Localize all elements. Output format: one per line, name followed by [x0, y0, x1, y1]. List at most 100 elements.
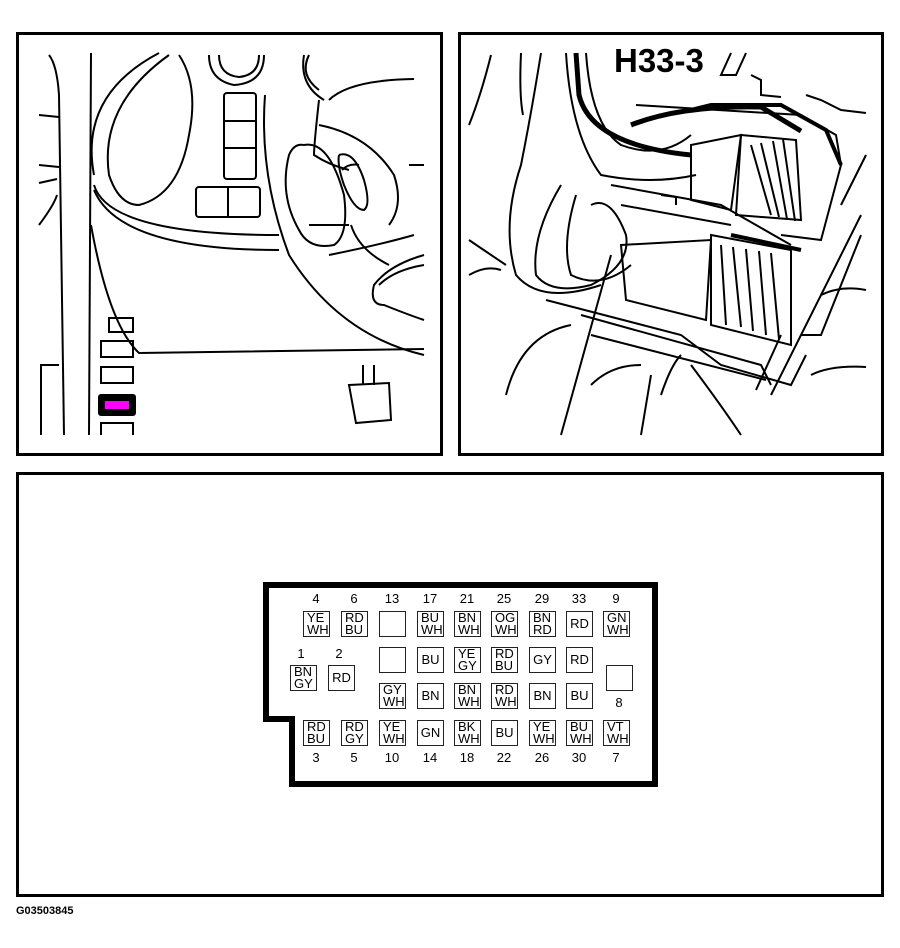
wire-color-code: WH	[495, 694, 517, 709]
pin-cavity: GN	[417, 720, 444, 746]
pin-number: 17	[422, 591, 438, 606]
wire-color-code: GN	[420, 725, 441, 740]
wire-color-code: BU	[345, 622, 364, 637]
wire-color-code: RD	[495, 682, 514, 697]
wire-color-code: RD	[332, 670, 351, 685]
connector-closeup-panel	[458, 32, 884, 456]
pin-number: 21	[459, 591, 475, 606]
wire-color-code: RD	[570, 652, 589, 667]
pin-number: 1	[297, 646, 305, 661]
wire-color-code: WH	[307, 622, 329, 637]
pin-number: 6	[350, 591, 358, 606]
pin-cavity: BU	[566, 683, 593, 709]
wire-color-code: RD	[307, 719, 326, 734]
pin-number: 18	[459, 750, 475, 765]
pin-number: 25	[496, 591, 512, 606]
wire-color-code: WH	[570, 731, 592, 746]
wire-color-code: RD	[345, 610, 364, 625]
wire-color-code: GY	[383, 682, 402, 697]
pin-number: 8	[615, 695, 623, 710]
pin-number: 33	[571, 591, 587, 606]
wire-color-code: BU	[421, 610, 440, 625]
pin-cavity: BN	[529, 683, 556, 709]
pin-number: 22	[496, 750, 512, 765]
wire-color-code: RD	[570, 616, 589, 631]
pin-number: 3	[312, 750, 320, 765]
wire-color-code: GY	[458, 658, 477, 673]
wire-color-code: BN	[421, 688, 440, 703]
dashboard-location-drawing	[38, 52, 425, 436]
pin-number: 13	[384, 591, 400, 606]
wire-color-code: BU	[495, 725, 514, 740]
connector-closeup-drawing	[468, 52, 867, 436]
wire-color-code: GY	[345, 731, 364, 746]
wire-color-code: WH	[458, 731, 480, 746]
highlighted-connector	[105, 401, 129, 409]
pin-cavity	[606, 665, 633, 691]
connector-housing-outline	[263, 582, 658, 787]
pin-cavity: RD	[328, 665, 355, 691]
wire-color-code: OG	[495, 610, 516, 625]
wire-color-code: BN	[294, 664, 313, 679]
pin-cavity: GY	[529, 647, 556, 673]
wire-color-code: BU	[495, 658, 514, 673]
pin-cavity	[379, 611, 406, 637]
pin-cavity: BU	[417, 647, 444, 673]
pin-number: 29	[534, 591, 550, 606]
wire-color-code: YE	[533, 719, 551, 734]
wire-color-code: BN	[533, 688, 552, 703]
wire-color-code: VT	[607, 719, 624, 734]
wire-color-code: WH	[458, 694, 480, 709]
wire-color-code: BN	[533, 610, 552, 625]
pin-number: 10	[384, 750, 400, 765]
wire-color-code: GY	[533, 652, 552, 667]
wire-color-code: YE	[383, 719, 401, 734]
wire-color-code: GN	[607, 610, 627, 625]
pin-cavity: RD	[566, 647, 593, 673]
wire-color-code: RD	[495, 646, 514, 661]
pin-number: 30	[571, 750, 587, 765]
pin-number: 4	[312, 591, 320, 606]
wire-color-code: WH	[421, 622, 443, 637]
pin-number: 2	[335, 646, 343, 661]
wire-color-code: BU	[570, 719, 589, 734]
location-view-panel	[16, 32, 443, 456]
figure-id: G03503845	[16, 905, 74, 917]
wire-color-code: WH	[533, 731, 555, 746]
wire-color-code: BN	[458, 682, 477, 697]
wire-color-code: BU	[421, 652, 440, 667]
connector-face-panel	[16, 472, 884, 897]
pin-number: 5	[350, 750, 358, 765]
pin-cavity: BN	[417, 683, 444, 709]
wire-color-code: YE	[307, 610, 325, 625]
pin-number: 26	[534, 750, 550, 765]
wire-color-code: RD	[533, 622, 552, 637]
wire-color-code: WH	[495, 622, 517, 637]
pin-cavity: RD	[566, 611, 593, 637]
wire-color-code: BU	[307, 731, 326, 746]
wire-color-code: WH	[607, 731, 629, 746]
wire-color-code: WH	[383, 731, 405, 746]
pin-cavity	[379, 647, 406, 673]
wire-color-code: WH	[607, 622, 629, 637]
wire-color-code: GY	[294, 676, 313, 691]
pin-number: 7	[612, 750, 620, 765]
pin-number: 9	[612, 591, 620, 606]
